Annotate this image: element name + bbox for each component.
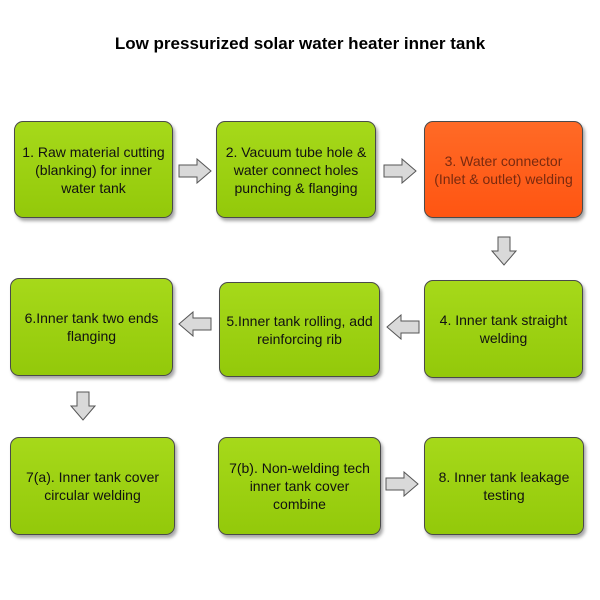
step-7b-box: 7(b). Non-welding tech inner tank cover …	[218, 437, 381, 535]
step-7a-box: 7(a). Inner tank cover circular welding	[10, 437, 175, 535]
diagram-title: Low pressurized solar water heater inner…	[114, 34, 486, 53]
step-6-box: 6.Inner tank two ends flanging	[10, 278, 173, 376]
arrow-down-icon	[491, 236, 517, 266]
arrow-right-icon	[385, 471, 419, 497]
step-1-box: 1. Raw material cutting (blanking) for i…	[14, 121, 173, 218]
step-4-box: 4. Inner tank straight welding	[424, 280, 583, 378]
arrow-down-icon	[70, 391, 96, 421]
step-3-box: 3. Water connector (Inlet & outlet) weld…	[424, 121, 583, 218]
arrow-left-icon	[386, 314, 420, 340]
arrow-right-icon	[383, 158, 417, 184]
arrow-left-icon	[178, 311, 212, 337]
step-5-box: 5.Inner tank rolling, add reinforcing ri…	[219, 282, 380, 377]
step-2-box: 2. Vacuum tube hole & water connect hole…	[216, 121, 376, 218]
arrow-right-icon	[178, 158, 212, 184]
step-8-box: 8. Inner tank leakage testing	[424, 437, 584, 535]
